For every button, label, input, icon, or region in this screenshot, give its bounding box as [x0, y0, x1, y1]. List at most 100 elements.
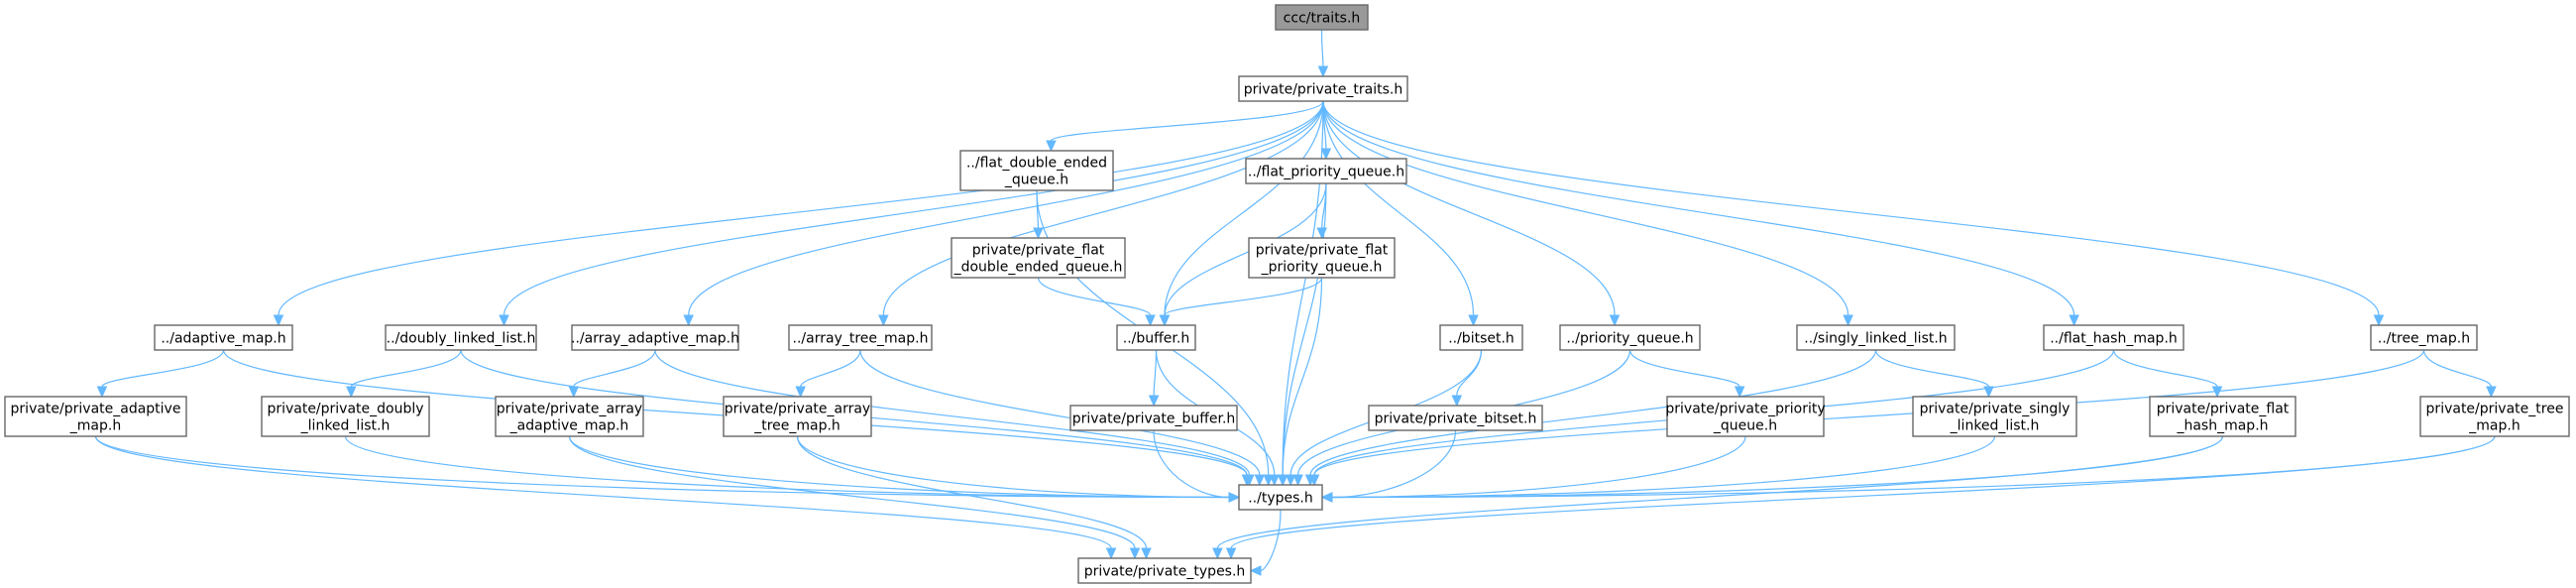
node-box [1559, 324, 1701, 351]
edge-line [1309, 349, 1877, 476]
edge-private-buffer-to-types [1153, 429, 1241, 503]
edge-line [350, 349, 462, 388]
node-traits[interactable]: ccc/traits.h [1275, 4, 1369, 31]
arrowhead-icon [2373, 314, 2385, 327]
node-box [2370, 324, 2478, 351]
node-label: ../array_tree_map.h [793, 331, 929, 347]
node-private-traits[interactable]: private/private_traits.h [1238, 75, 1408, 102]
node-bitset[interactable]: ../bitset.h [1439, 324, 1523, 351]
node-singly-linked-list[interactable]: ../singly_linked_list.h [1796, 324, 1956, 351]
node-flat-priority-queue[interactable]: ../flat_priority_queue.h [1245, 158, 1407, 184]
node-flat-double-ended-queue[interactable]: ../flat_double_ended_queue.h [959, 150, 1114, 191]
node-label: private/private_flat [972, 243, 1105, 259]
arrowhead-icon [1609, 314, 1621, 327]
edge-line [1282, 100, 1324, 476]
arrowhead-icon [2486, 386, 2497, 399]
node-priority-queue[interactable]: ../priority_queue.h [1559, 324, 1701, 351]
node-label: private/private_adaptive [11, 402, 181, 417]
node-private-types[interactable]: private/private_types.h [1077, 557, 1252, 584]
edge-line [1320, 29, 1324, 67]
node-label: ../types.h [1248, 491, 1313, 507]
node-label: ../buffer.h [1123, 331, 1189, 347]
arrowhead-icon [1451, 395, 1463, 408]
arrowhead-icon [1159, 314, 1171, 327]
node-tree-map[interactable]: ../tree_map.h [2370, 324, 2478, 351]
edge-line [568, 435, 1136, 549]
node-private-array-adaptive-map[interactable]: private/private_array_adaptive_map.h [495, 396, 644, 437]
node-box [1238, 75, 1408, 102]
node-doubly-linked-list[interactable]: ../doubly_linked_list.h [385, 324, 537, 351]
arrowhead-icon [273, 314, 284, 327]
edge-line [796, 435, 1230, 499]
node-private-priority-queue[interactable]: private/private_priority_queue.h [1665, 396, 1826, 437]
edge-line [573, 349, 656, 388]
node-private-singly-linked-list[interactable]: private/private_singly_linked_list.h [1912, 396, 2077, 437]
arrowhead-icon [568, 386, 580, 399]
arrowhead-icon [1285, 474, 1296, 487]
node-private-doubly-linked-list[interactable]: private/private_doubly_linked_list.h [261, 396, 430, 437]
arrowhead-icon [1046, 140, 1057, 153]
edge-private-traits-to-doubly-linked-list [499, 100, 1324, 327]
edge-line [1456, 349, 1483, 397]
node-label: private/private_singly [1920, 402, 2071, 417]
node-array-tree-map[interactable]: ../array_tree_map.h [788, 324, 933, 351]
arrowhead-icon [1129, 547, 1141, 560]
node-box [1912, 396, 2077, 437]
node-private-tree-map[interactable]: private/private_tree_map.h [2419, 396, 2570, 437]
arrowhead-icon [795, 386, 806, 399]
arrowhead-icon [1320, 148, 1332, 161]
edge-line [1164, 100, 1324, 316]
node-label: private/private_array [497, 402, 642, 417]
node-array-adaptive-map[interactable]: ../array_adaptive_map.h [571, 324, 739, 351]
arrowhead-icon [96, 386, 108, 399]
arrowhead-icon [1843, 314, 1853, 327]
arrowhead-icon [1249, 565, 1262, 576]
node-box [1275, 4, 1369, 31]
edge-line [1322, 100, 2380, 316]
node-flat-hash-map[interactable]: ../flat_hash_map.h [2043, 324, 2184, 351]
node-private-adaptive-map[interactable]: private/private_adaptive_map.h [4, 396, 187, 437]
edge-private-traits-to-flat-hash-map [1322, 100, 2079, 327]
edge-line [688, 100, 1324, 316]
arrowhead-icon [683, 314, 694, 327]
node-label: private/private_flat [1256, 243, 1389, 259]
node-label: ../tree_map.h [2378, 331, 2470, 347]
edge-line [1331, 435, 2496, 499]
arrowhead-icon [1228, 492, 1241, 503]
node-buffer[interactable]: ../buffer.h [1116, 324, 1196, 351]
node-private-buffer[interactable]: private/private_buffer.h [1069, 405, 1238, 431]
edge-private-traits-to-buffer [1159, 100, 1324, 327]
node-box [1666, 396, 1825, 437]
node-label: ../flat_hash_map.h [2050, 331, 2178, 347]
arrowhead-icon [1277, 474, 1288, 487]
arrowhead-icon [2069, 314, 2079, 327]
node-box [2419, 396, 2570, 437]
edge-doubly-linked-list-to-private-doubly-linked-list [346, 349, 462, 399]
node-private-flat-priority-queue[interactable]: private/private_flat_priority_queue.h [1248, 237, 1396, 279]
edge-line [1260, 509, 1282, 572]
node-private-flat-hash-map[interactable]: private/private_flat_hash_map.h [2149, 396, 2296, 437]
edge-private-traits-to-priority-queue [1322, 100, 1621, 327]
edge-private-adaptive-map-to-types [94, 435, 1241, 503]
edge-private-traits-to-tree-map [1322, 100, 2385, 327]
edge-private-flat-double-ended-queue-to-buffer [1037, 277, 1156, 327]
node-adaptive-map[interactable]: ../adaptive_map.h [154, 324, 293, 351]
node-box [571, 324, 739, 351]
arrowhead-icon [346, 386, 357, 399]
edge-line [1331, 435, 2224, 499]
arrowhead-icon [1254, 474, 1266, 487]
edge-tree-map-to-types [1308, 349, 2425, 487]
node-label: private/private_doubly [267, 402, 423, 417]
node-box [385, 324, 537, 351]
arrowhead-icon [1320, 492, 1333, 503]
arrowhead-icon [1033, 227, 1044, 240]
node-private-array-tree-map[interactable]: private/private_array_tree_map.h [723, 396, 872, 437]
node-label: private/private_buffer.h [1072, 412, 1236, 427]
node-private-bitset[interactable]: private/private_bitset.h [1368, 405, 1543, 431]
edge-line [94, 435, 1112, 549]
edge-line [94, 435, 1230, 499]
node-private-flat-double-ended-queue[interactable]: private/private_flat_double_ended_queue.… [951, 237, 1126, 279]
node-box [1116, 324, 1196, 351]
edge-line [1331, 435, 1996, 499]
node-types[interactable]: ../types.h [1238, 484, 1323, 511]
